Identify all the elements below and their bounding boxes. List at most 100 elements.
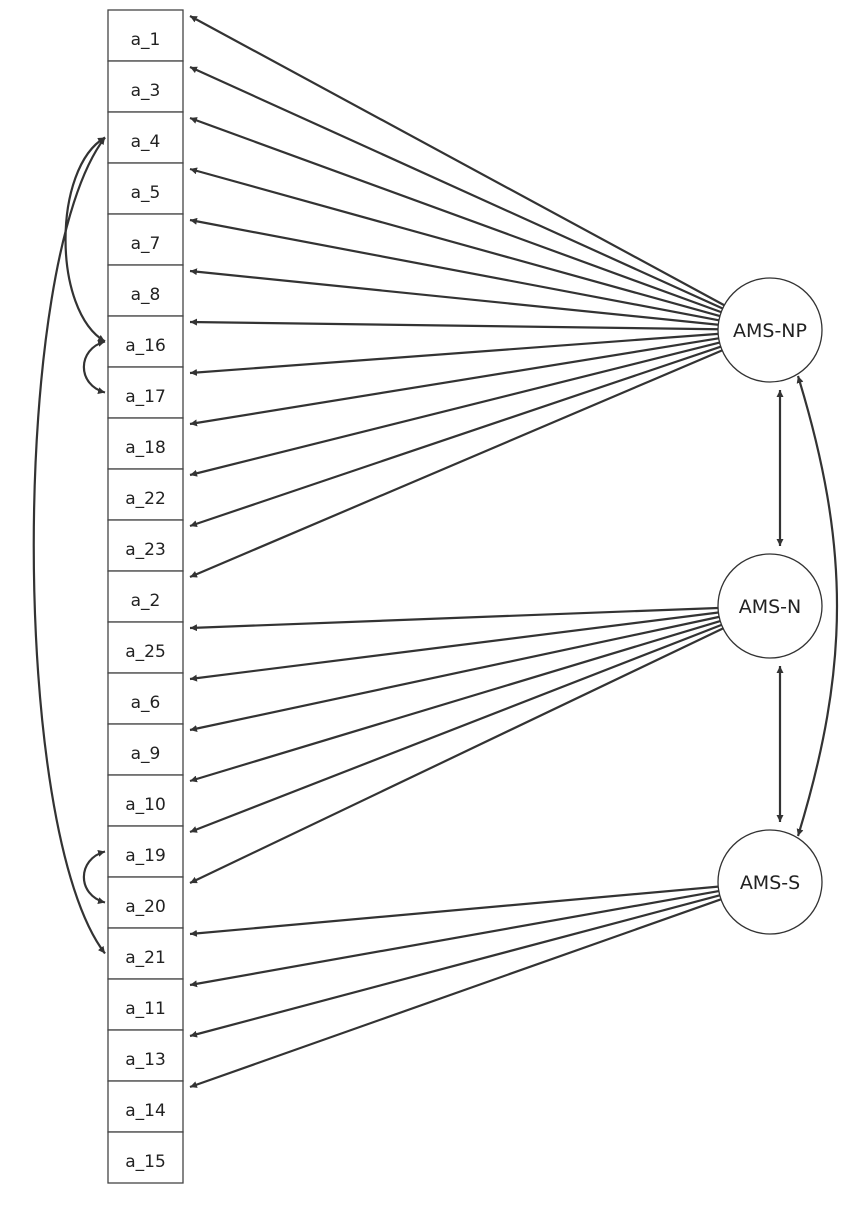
factor-ams-s: AMS-S — [717, 829, 823, 935]
indicator-label: a_21 — [125, 948, 166, 968]
indicator-a-13: a_13 — [107, 1029, 184, 1082]
factor-circle — [717, 553, 823, 659]
indicator-a-11: a_11 — [107, 978, 184, 1031]
indicator-a-3: a_3 — [107, 60, 184, 113]
indicator-label: a_18 — [125, 438, 166, 458]
factor-label: AMS-S — [740, 872, 800, 894]
indicator-box — [107, 162, 184, 215]
error-cov-a-4-a-21 — [32, 136, 106, 955]
indicator-box — [107, 366, 184, 419]
indicator-a-2: a_2 — [107, 570, 184, 623]
indicator-box — [107, 417, 184, 470]
loading-n-a-20 — [189, 627, 724, 884]
indicator-label: a_11 — [125, 999, 166, 1019]
indicator-box — [107, 213, 184, 266]
indicator-label: a_25 — [125, 642, 166, 662]
loading-np-a-4 — [189, 116, 722, 314]
indicator-label: a_1 — [131, 30, 161, 50]
indicator-label: a_7 — [131, 234, 161, 254]
indicator-label: a_6 — [131, 693, 161, 713]
loading-np-a-7 — [189, 217, 720, 322]
indicator-a-5: a_5 — [107, 162, 184, 215]
indicator-a-1: a_1 — [107, 9, 184, 62]
indicator-box — [107, 264, 184, 317]
indicator-box — [107, 978, 184, 1031]
indicator-label: a_3 — [131, 81, 161, 101]
loading-np-a-23 — [189, 345, 722, 528]
covariance-arcs — [32, 136, 839, 955]
loading-n-a-10 — [189, 619, 721, 783]
indicator-a-9: a_9 — [107, 723, 184, 776]
indicator-a-10: a_10 — [107, 774, 184, 827]
indicator-box — [107, 774, 184, 827]
loading-np-a-22 — [189, 341, 720, 477]
indicator-label: a_23 — [125, 540, 166, 560]
indicator-label: a_13 — [125, 1050, 166, 1070]
loading-np-a-18 — [189, 337, 719, 427]
indicator-a-4: a_4 — [107, 111, 184, 164]
indicator-label: a_14 — [125, 1101, 166, 1121]
loading-n-a-6 — [189, 611, 719, 682]
indicator-box — [107, 1131, 184, 1184]
indicator-a-22: a_22 — [107, 468, 184, 521]
factor-cov-np-s — [796, 375, 839, 837]
indicator-label: a_16 — [125, 336, 166, 356]
indicator-box — [107, 672, 184, 725]
indicator-box — [107, 1080, 184, 1133]
loading-s-a-13 — [189, 894, 721, 1038]
indicator-box — [107, 876, 184, 929]
indicator-a-21: a_21 — [107, 927, 184, 980]
factor-ams-n: AMS-N — [717, 553, 823, 659]
indicator-box — [107, 723, 184, 776]
indicator-a-7: a_7 — [107, 213, 184, 266]
loading-np-a-16 — [189, 318, 719, 331]
indicator-a-23: a_23 — [107, 519, 184, 572]
error-cov-a-16-a-17 — [82, 339, 106, 395]
indicator-label: a_2 — [131, 591, 161, 611]
indicator-label: a_15 — [125, 1152, 166, 1172]
factor-label: AMS-NP — [733, 320, 807, 342]
indicator-label: a_4 — [131, 132, 161, 152]
error-cov-a-4-a-16 — [64, 136, 106, 343]
indicator-a-25: a_25 — [107, 621, 184, 674]
loading-np-a-5 — [189, 167, 721, 318]
latent-factors: AMS-NP AMS-N AMS-S — [717, 277, 823, 935]
indicator-box — [107, 927, 184, 980]
indicator-label: a_22 — [125, 489, 166, 509]
indicator-a-19: a_19 — [107, 825, 184, 878]
indicator-box — [107, 570, 184, 623]
indicator-label: a_17 — [125, 387, 166, 407]
loading-np-a-2 — [189, 349, 723, 579]
factor-circle — [717, 829, 823, 935]
indicator-box — [107, 9, 184, 62]
indicator-box — [107, 1029, 184, 1082]
indicator-box — [107, 315, 184, 368]
indicator-label: a_8 — [131, 285, 161, 305]
error-cov-a-19-a-20 — [82, 849, 106, 905]
loading-np-a-3 — [189, 65, 724, 310]
indicator-label: a_19 — [125, 846, 166, 866]
loading-np-a-1 — [189, 15, 725, 307]
loading-n-a-9 — [189, 615, 720, 732]
indicator-box — [107, 60, 184, 113]
indicator-box — [107, 825, 184, 878]
indicator-a-6: a_6 — [107, 672, 184, 725]
factor-loadings — [189, 15, 725, 1089]
loading-n-a-25 — [189, 606, 719, 632]
indicator-a-18: a_18 — [107, 417, 184, 470]
indicator-box — [107, 621, 184, 674]
loading-s-a-11 — [189, 890, 719, 988]
indicator-label: a_10 — [125, 795, 166, 815]
loading-n-a-19 — [189, 623, 722, 834]
factor-circle — [717, 277, 823, 383]
indicator-box — [107, 111, 184, 164]
indicator-a-14: a_14 — [107, 1080, 184, 1133]
indicator-box — [107, 519, 184, 572]
factor-label: AMS-N — [739, 596, 802, 618]
loading-np-a-8 — [189, 268, 719, 326]
indicator-a-8: a_8 — [107, 264, 184, 317]
indicator-a-16: a_16 — [107, 315, 184, 368]
indicator-box — [107, 468, 184, 521]
indicator-label: a_9 — [131, 744, 161, 764]
